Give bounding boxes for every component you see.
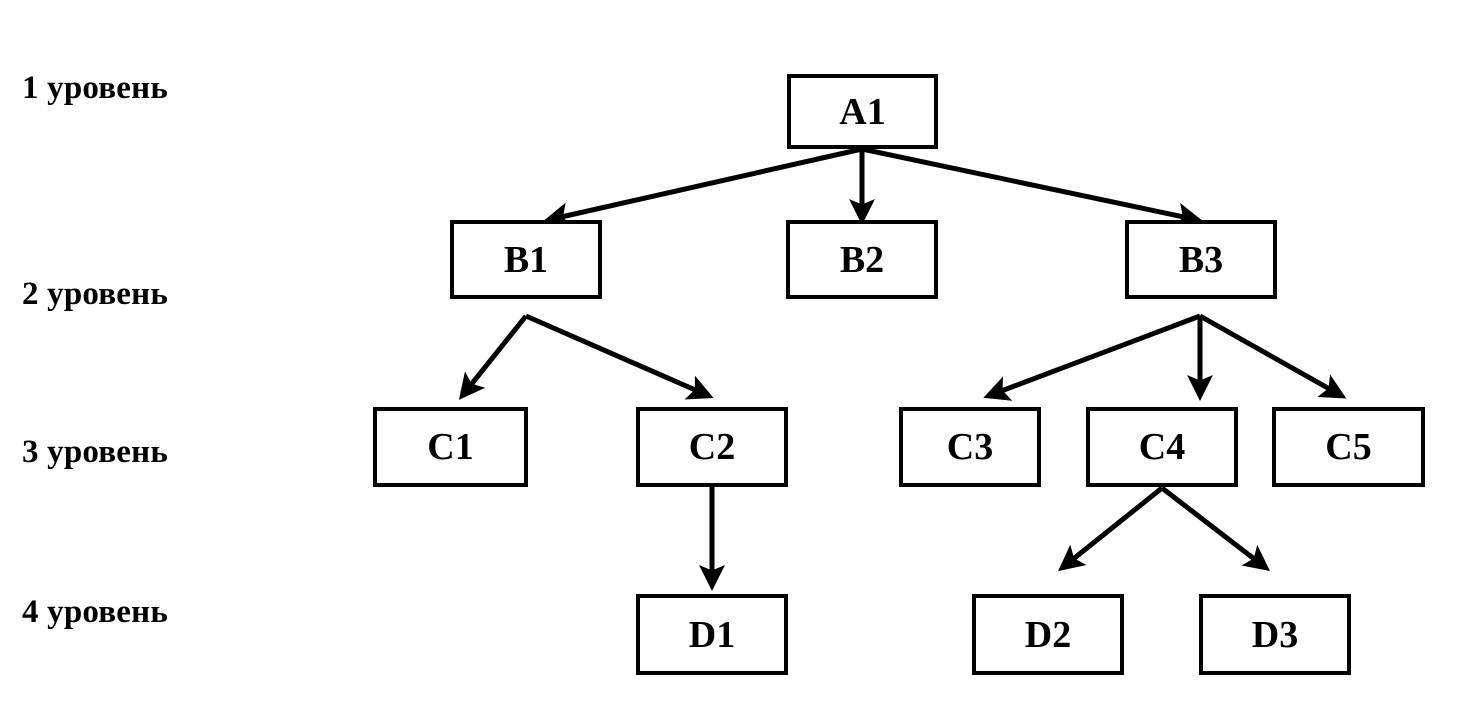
- edge-a1-to-b3: [861, 146, 1203, 229]
- node-a1[interactable]: A1: [787, 74, 938, 149]
- edge-b1-to-c1: [458, 314, 528, 400]
- level-label-4: 4 уровень: [22, 594, 169, 630]
- node-c5[interactable]: C5: [1272, 407, 1425, 487]
- node-c2[interactable]: C2: [636, 407, 788, 487]
- node-d2[interactable]: D2: [972, 594, 1124, 675]
- node-c4[interactable]: C4: [1086, 407, 1238, 487]
- level-label-3: 3 уровень: [22, 434, 169, 470]
- node-c1[interactable]: C1: [373, 407, 528, 487]
- edge-b1-to-c2: [524, 313, 714, 400]
- node-b1[interactable]: B1: [450, 220, 602, 299]
- edge-a1-to-b1: [543, 146, 863, 229]
- node-d3[interactable]: D3: [1199, 594, 1351, 675]
- node-b3[interactable]: B3: [1125, 220, 1277, 299]
- node-d1[interactable]: D1: [636, 594, 788, 675]
- edge-c4-to-d2: [1058, 486, 1164, 572]
- node-c3[interactable]: C3: [899, 407, 1041, 487]
- edge-group: [458, 146, 1347, 592]
- level-label-2: 2 уровень: [22, 276, 169, 312]
- edge-b3-to-c5: [1198, 313, 1347, 399]
- level-label-1: 1 уровень: [22, 70, 169, 106]
- node-b2[interactable]: B2: [786, 220, 938, 299]
- edge-b3-to-c3: [983, 313, 1201, 401]
- edge-c4-to-d3: [1160, 486, 1270, 572]
